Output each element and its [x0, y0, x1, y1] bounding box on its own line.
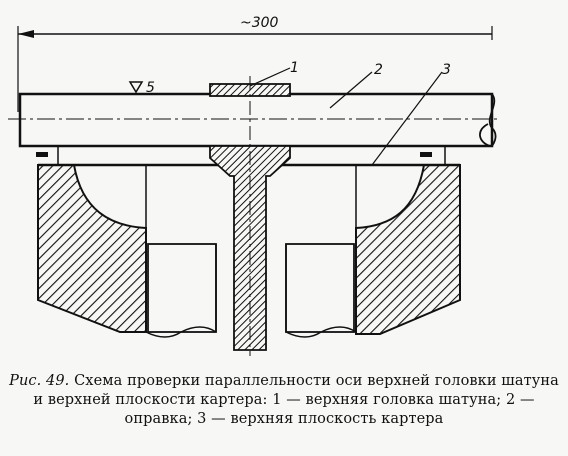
crankcase [37, 163, 461, 338]
diagram: ~300 [8, 15, 500, 356]
dimension-label: ~300 [240, 15, 279, 31]
mandrel [8, 92, 500, 148]
label-1: 1 [290, 60, 299, 76]
crankcase-left-wall [37, 164, 147, 333]
feeler-gaps [36, 146, 446, 165]
label-2: 2 [374, 62, 383, 78]
crankcase-right-wall [355, 164, 461, 335]
callouts: 1 2 3 [249, 60, 451, 166]
label-3: 3 [442, 62, 451, 78]
roughness-mark: 5 [128, 80, 155, 96]
connecting-rod [209, 76, 291, 356]
dimension-line: ~300 [17, 15, 493, 112]
caption-prefix: Рис. 49. [9, 373, 70, 389]
figure-caption: Рис. 49. Схема проверки параллельности о… [8, 372, 560, 429]
caption-text: Схема проверки параллельности оси верхне… [33, 373, 559, 427]
roughness-label: 5 [146, 80, 155, 96]
